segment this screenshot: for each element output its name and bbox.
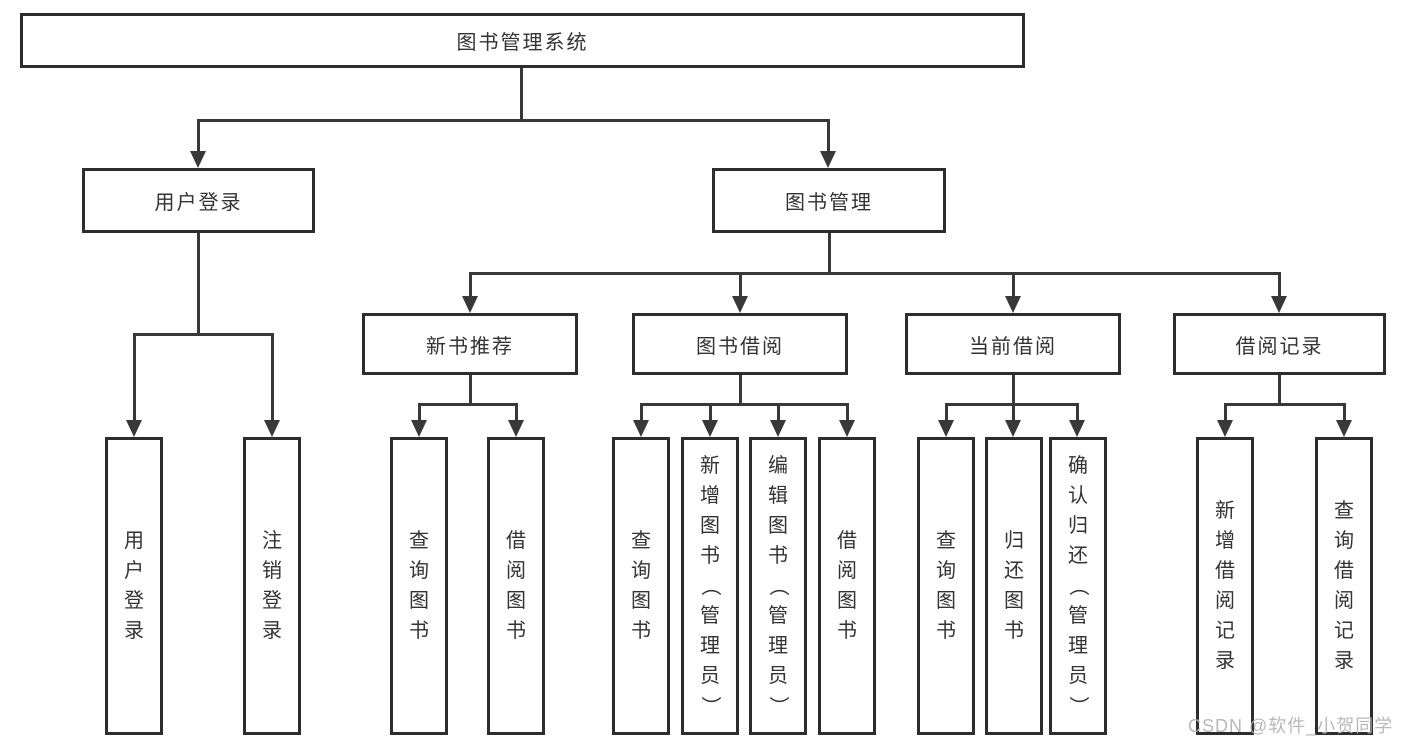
arrow-down-icon xyxy=(1005,296,1021,313)
connector-line xyxy=(777,403,780,420)
leaf-label: 新增借阅记录 xyxy=(1215,500,1235,672)
leaf-label: 归还图书 xyxy=(1004,530,1024,642)
leaf-label: 用户登录 xyxy=(124,530,144,642)
leaf-edit-book-admin: 编辑图书（管理员） xyxy=(749,437,807,735)
leaf-query-borrow-record: 查询借阅记录 xyxy=(1315,437,1373,735)
arrow-down-icon xyxy=(938,420,954,437)
node-root: 图书管理系统 xyxy=(20,13,1025,68)
leaf-borrow-books-recommend: 借阅图书 xyxy=(487,437,545,735)
node-user-login: 用户登录 xyxy=(82,168,315,233)
connector-line xyxy=(945,403,948,420)
arrow-down-icon xyxy=(1069,420,1085,437)
connector-line xyxy=(1278,375,1281,406)
connector-line xyxy=(197,233,200,335)
connector-line xyxy=(827,119,830,152)
leaf-query-books-current: 查询图书 xyxy=(917,437,975,735)
connector-line xyxy=(1076,403,1079,420)
node-current-borrow: 当前借阅 xyxy=(905,313,1121,375)
connector-line xyxy=(520,68,523,122)
arrow-down-icon xyxy=(820,151,836,168)
leaf-label: 新增图书（管理员） xyxy=(699,455,721,716)
connector-line xyxy=(1224,403,1346,406)
connector-line xyxy=(709,403,712,420)
connector-line xyxy=(469,272,1280,275)
connector-line xyxy=(739,375,742,406)
connector-line xyxy=(828,233,831,274)
connector-line xyxy=(133,333,136,420)
leaf-borrow-books: 借阅图书 xyxy=(818,437,876,735)
arrow-down-icon xyxy=(126,420,142,437)
leaf-query-books-recommend: 查询图书 xyxy=(390,437,448,735)
leaf-user-login: 用户登录 xyxy=(105,437,163,735)
connector-line xyxy=(469,272,472,296)
leaf-return-books: 归还图书 xyxy=(985,437,1043,735)
leaf-label: 确认归还（管理员） xyxy=(1067,455,1089,716)
arrow-down-icon xyxy=(633,420,649,437)
connector-line xyxy=(1343,403,1346,420)
connector-line xyxy=(469,375,472,406)
connector-line xyxy=(197,119,830,122)
leaf-add-book-admin: 新增图书（管理员） xyxy=(681,437,739,735)
arrow-down-icon xyxy=(411,420,427,437)
leaf-query-books-borrow: 查询图书 xyxy=(612,437,670,735)
arrow-down-icon xyxy=(732,296,748,313)
arrow-down-icon xyxy=(190,151,206,168)
connector-line xyxy=(515,403,518,420)
connector-line xyxy=(1278,272,1281,296)
leaf-label: 查询图书 xyxy=(936,530,956,642)
arrow-down-icon xyxy=(702,420,718,437)
node-book-management: 图书管理 xyxy=(712,168,946,233)
node-new-book-recommend: 新书推荐 xyxy=(362,313,578,375)
connector-line xyxy=(1012,272,1015,296)
node-book-borrow: 图书借阅 xyxy=(632,313,848,375)
leaf-label: 编辑图书（管理员） xyxy=(767,455,789,716)
connector-line xyxy=(133,333,274,336)
leaf-label: 借阅图书 xyxy=(506,530,526,642)
leaf-label: 查询图书 xyxy=(409,530,429,642)
connector-line xyxy=(1012,403,1015,420)
connector-line xyxy=(1224,403,1227,420)
arrow-down-icon xyxy=(839,420,855,437)
arrow-down-icon xyxy=(1217,420,1233,437)
arrow-down-icon xyxy=(264,420,280,437)
leaf-label: 查询借阅记录 xyxy=(1334,500,1354,672)
connector-line xyxy=(846,403,849,420)
arrow-down-icon xyxy=(462,296,478,313)
csdn-watermark: CSDN @软件_小贺同学 xyxy=(1188,716,1394,736)
connector-line xyxy=(739,272,742,296)
arrow-down-icon xyxy=(770,420,786,437)
leaf-add-borrow-record: 新增借阅记录 xyxy=(1196,437,1254,735)
connector-line xyxy=(197,119,200,152)
leaf-label: 注销登录 xyxy=(262,530,282,642)
node-borrow-records: 借阅记录 xyxy=(1173,313,1386,375)
leaf-confirm-return-admin: 确认归还（管理员） xyxy=(1049,437,1107,735)
connector-line xyxy=(418,403,518,406)
arrow-down-icon xyxy=(1005,420,1021,437)
connector-line xyxy=(418,403,421,420)
leaf-logout: 注销登录 xyxy=(243,437,301,735)
connector-line xyxy=(640,403,849,406)
connector-line xyxy=(271,333,274,420)
connector-line xyxy=(1012,375,1015,406)
arrow-down-icon xyxy=(1271,296,1287,313)
arrow-down-icon xyxy=(1336,420,1352,437)
arrow-down-icon xyxy=(508,420,524,437)
leaf-label: 借阅图书 xyxy=(837,530,857,642)
leaf-label: 查询图书 xyxy=(631,530,651,642)
connector-line xyxy=(640,403,643,420)
